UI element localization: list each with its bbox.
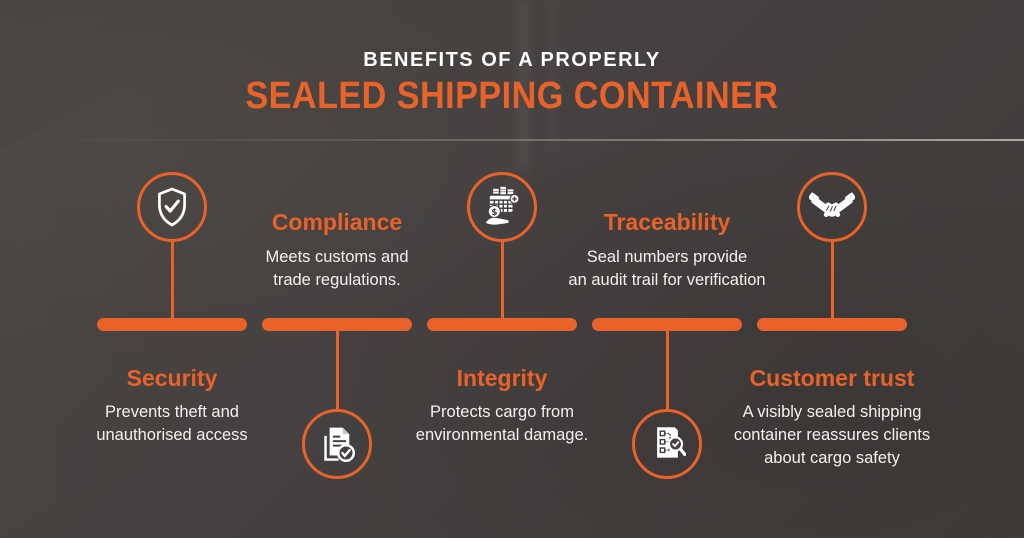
timeline-bar [427, 318, 577, 331]
handshake-icon [809, 192, 855, 217]
benefit-heading: Integrity [456, 365, 548, 391]
benefit-item-integrity: $ Integrity Protects cargo from environm… [387, 0, 617, 538]
benefit-item-customer-trust: Customer trust A visibly sealed shipping… [717, 0, 947, 538]
benefit-heading: Traceability [603, 209, 731, 235]
benefit-description: Meets customs and trade regulations. [265, 248, 409, 289]
icon-circle [137, 172, 207, 242]
shield-check-icon [158, 187, 186, 227]
title-divider-line [0, 139, 1024, 141]
timeline-bar [757, 318, 907, 331]
connector-line [665, 331, 669, 409]
benefit-heading: Customer trust [749, 365, 915, 391]
benefit-item-compliance: Compliance Meets customs and trade regul… [222, 0, 452, 538]
payment-calendar-icon: $ [485, 186, 520, 225]
benefit-description: Protects cargo from environmental damage… [415, 403, 589, 444]
benefit-heading: Compliance [271, 209, 403, 235]
benefit-item-traceability: Traceability Seal numbers provide an aud… [552, 0, 782, 538]
benefit-description: A visibly sealed shipping container reas… [733, 403, 931, 467]
icon-circle [797, 172, 867, 242]
icon-circle: $ [467, 172, 537, 242]
benefit-description: Seal numbers provide an audit trail for … [568, 248, 766, 289]
connector-line [830, 240, 834, 318]
benefit-description: Prevents theft and unauthorised access [96, 403, 248, 444]
timeline-bar [592, 318, 742, 331]
icon-circle [302, 409, 372, 479]
title-line-2: SEALED SHIPPING CONTAINER [245, 75, 779, 117]
document-check-icon [324, 427, 355, 462]
connector-line [335, 331, 339, 409]
background-light-streak [516, 0, 530, 170]
page-title: BENEFITS OF A PROPERLY SEALED SHIPPING C… [0, 48, 1024, 117]
icon-circle [632, 409, 702, 479]
title-line-1: BENEFITS OF A PROPERLY [363, 49, 661, 71]
connector-line [170, 240, 174, 318]
svg-text:$: $ [491, 208, 497, 218]
benefit-heading: Security [126, 365, 218, 391]
benefit-item-security: Security Prevents theft and unauthorised… [57, 0, 287, 538]
audit-search-icon [656, 427, 686, 458]
timeline-bar [97, 318, 247, 331]
connector-line [500, 240, 504, 318]
timeline-bar [262, 318, 412, 331]
